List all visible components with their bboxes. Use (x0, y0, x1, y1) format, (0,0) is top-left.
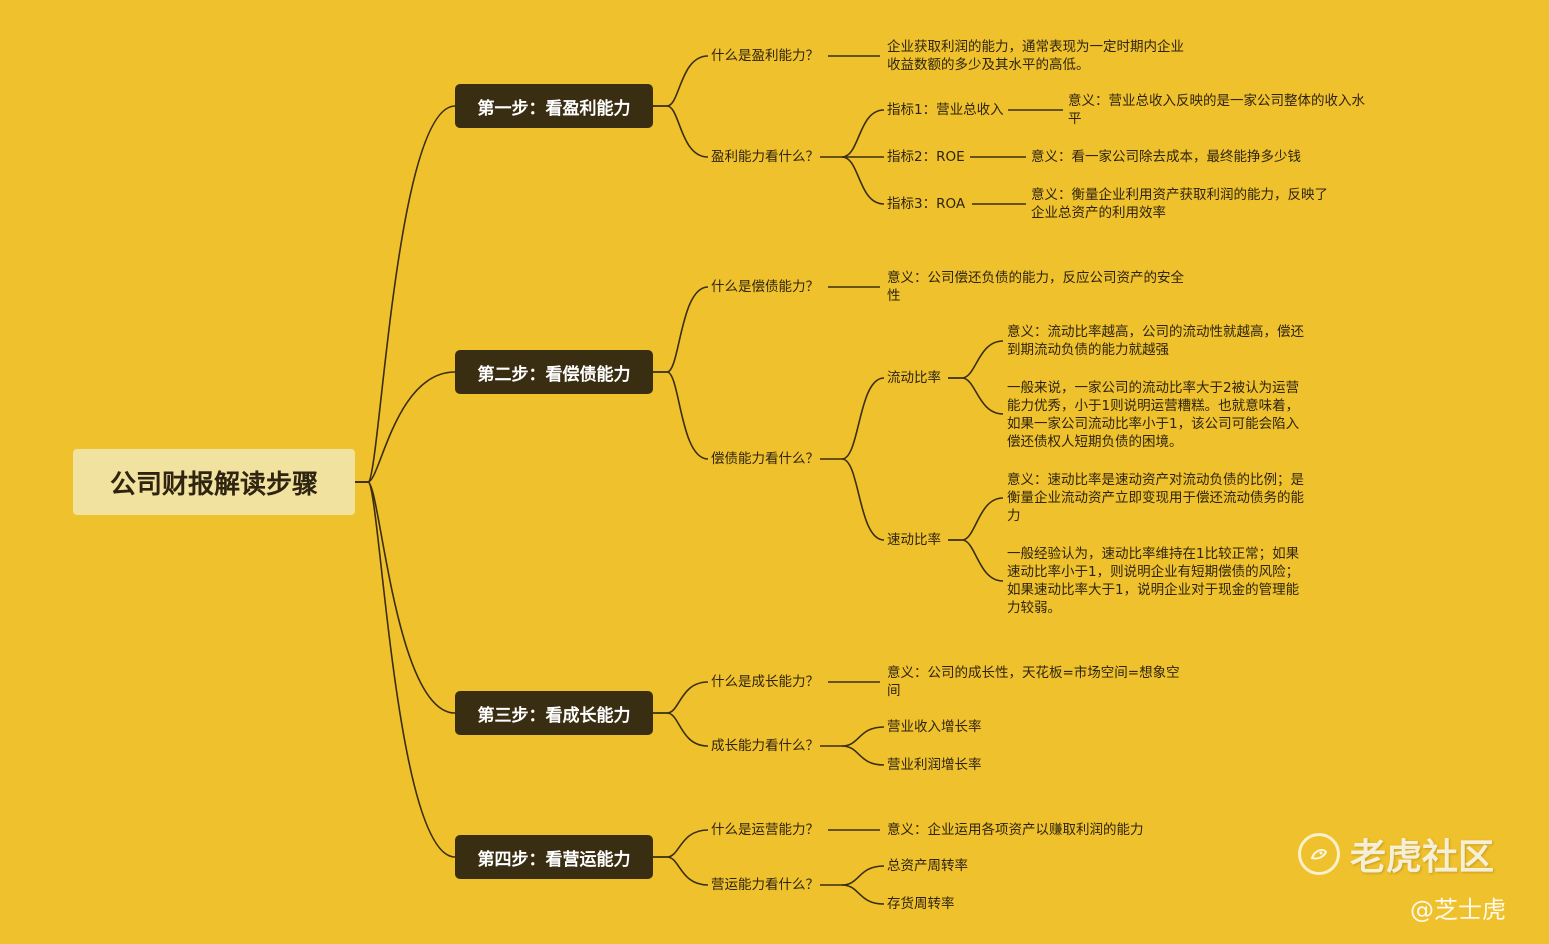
step-4-what-question: 什么是运营能力？ (711, 822, 819, 838)
operation-item-1: 总资产周转率 (887, 858, 968, 874)
growth-item-1: 营业收入增长率 (887, 719, 982, 735)
indicator-3-label: 指标3：ROA (887, 196, 966, 212)
step-1-look-question: 盈利能力看什么？ (711, 149, 819, 165)
step-3-node: 第三步：看成长能力 (455, 691, 653, 735)
step-2-look-question: 偿债能力看什么？ (711, 451, 819, 467)
current-ratio-label: 流动比率 (887, 370, 941, 386)
current-ratio-note: 一般来说，一家公司的流动比率大于2被认为运营能力优秀，小于1则说明运营糟糕。也就… (1007, 380, 1300, 450)
step-3-what-question: 什么是成长能力？ (711, 674, 819, 690)
step-1-what-question: 什么是盈利能力？ (711, 48, 819, 64)
quick-ratio-meaning: 意义：速动比率是速动资产对流动负债的比例；是衡量企业流动资产立即变现用于偿还流动… (1007, 472, 1304, 524)
watermark-author: @芝士虎 (1410, 896, 1506, 924)
growth-item-2: 营业利润增长率 (887, 757, 982, 773)
tiger-community-logo-icon (1298, 833, 1340, 875)
watermark-brand-text: 老虎社区 (1350, 837, 1495, 878)
step-1-node: 第一步：看盈利能力 (455, 84, 653, 128)
step-3-look-question: 成长能力看什么？ (711, 738, 819, 754)
root-topic: 公司财报解读步骤 (73, 449, 355, 515)
indicator-2-meaning: 意义：看一家公司除去成本，最终能挣多少钱 (1031, 149, 1301, 165)
step-3-what-answer: 意义：公司的成长性，天花板=市场空间=想象空间 (887, 665, 1180, 699)
step-4-look-question: 营运能力看什么？ (711, 877, 819, 893)
indicator-3-meaning: 意义：衡量企业利用资产获取利润的能力，反映了企业总资产的利用效率 (1031, 187, 1328, 221)
step-2-what-question: 什么是偿债能力？ (711, 279, 819, 295)
step-4-node: 第四步：看营运能力 (455, 835, 653, 879)
indicator-2-label: 指标2：ROE (887, 149, 965, 165)
quick-ratio-note: 一般经验认为，速动比率维持在1比较正常；如果速动比率小于1，则说明企业有短期偿债… (1007, 546, 1300, 616)
indicator-1-label: 指标1：营业总收入 (887, 102, 1004, 118)
indicator-1-meaning: 意义：营业总收入反映的是一家公司整体的收入水平 (1068, 93, 1365, 127)
step-1-what-answer: 企业获取利润的能力，通常表现为一定时期内企业收益数额的多少及其水平的高低。 (887, 39, 1184, 73)
step-4-what-answer: 意义：企业运用各项资产以赚取利润的能力 (887, 822, 1144, 838)
quick-ratio-label: 速动比率 (887, 532, 941, 548)
operation-item-2: 存货周转率 (887, 896, 955, 912)
step-2-node: 第二步：看偿债能力 (455, 350, 653, 394)
watermark-brand: 老虎社区 (1298, 828, 1494, 880)
step-2-what-answer: 意义：公司偿还负债的能力，反应公司资产的安全性 (887, 270, 1184, 304)
current-ratio-meaning: 意义：流动比率越高，公司的流动性就越高，偿还到期流动负债的能力就越强 (1007, 324, 1304, 358)
